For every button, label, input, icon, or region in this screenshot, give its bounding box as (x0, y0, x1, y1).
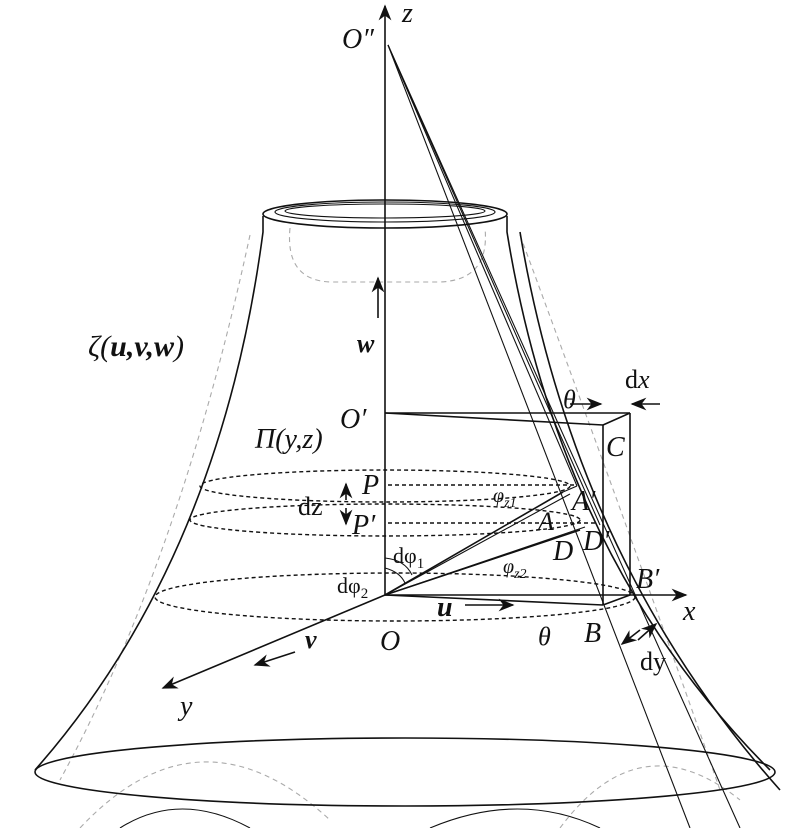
label-dphi2: dφ2 (337, 573, 368, 602)
label-c: C (606, 432, 625, 463)
label-p: P (361, 470, 379, 501)
y-axis (161, 594, 386, 689)
label-u: u (437, 592, 453, 623)
hidden-contours (59, 227, 741, 828)
label-dy: dy (640, 647, 666, 676)
label-theta-bottom: θ (538, 622, 551, 651)
label-p-prime: P′ (351, 510, 376, 541)
label-o: O (380, 626, 400, 657)
v-arrow (253, 651, 296, 667)
label-b: B (584, 618, 601, 649)
label-zeta: ζ(u,v,w) (88, 330, 184, 363)
label-d-prime: D′ (582, 526, 610, 557)
label-o-prime: O′ (340, 404, 367, 435)
label-dx: dx (625, 365, 650, 394)
generator-lines (387, 44, 741, 828)
label-a: A (536, 507, 554, 536)
labels: O″ z w ζ(u,v,w) O′ θ dx C Π(y,z) P dz P′… (88, 0, 696, 722)
label-dphi1: dφ1 (393, 543, 424, 572)
label-b-prime: B′ (636, 564, 660, 595)
element-box (339, 397, 660, 645)
label-x: x (682, 596, 696, 627)
label-a-prime: A′ (570, 486, 596, 517)
label-phi-z2: φz2 (503, 556, 527, 582)
label-v: v (305, 625, 317, 654)
label-y: y (177, 691, 193, 722)
label-w: w (357, 329, 375, 358)
label-z: z (401, 0, 413, 29)
label-dz: dz (298, 492, 323, 521)
axes (161, 4, 688, 689)
cone-surface (34, 199, 781, 828)
label-theta-top: θ (563, 385, 576, 414)
label-phi-z1: φz1 (493, 485, 517, 511)
label-d: D (552, 536, 573, 567)
label-pi: Π(y,z) (254, 424, 323, 455)
label-o-double-prime: O″ (342, 24, 374, 55)
